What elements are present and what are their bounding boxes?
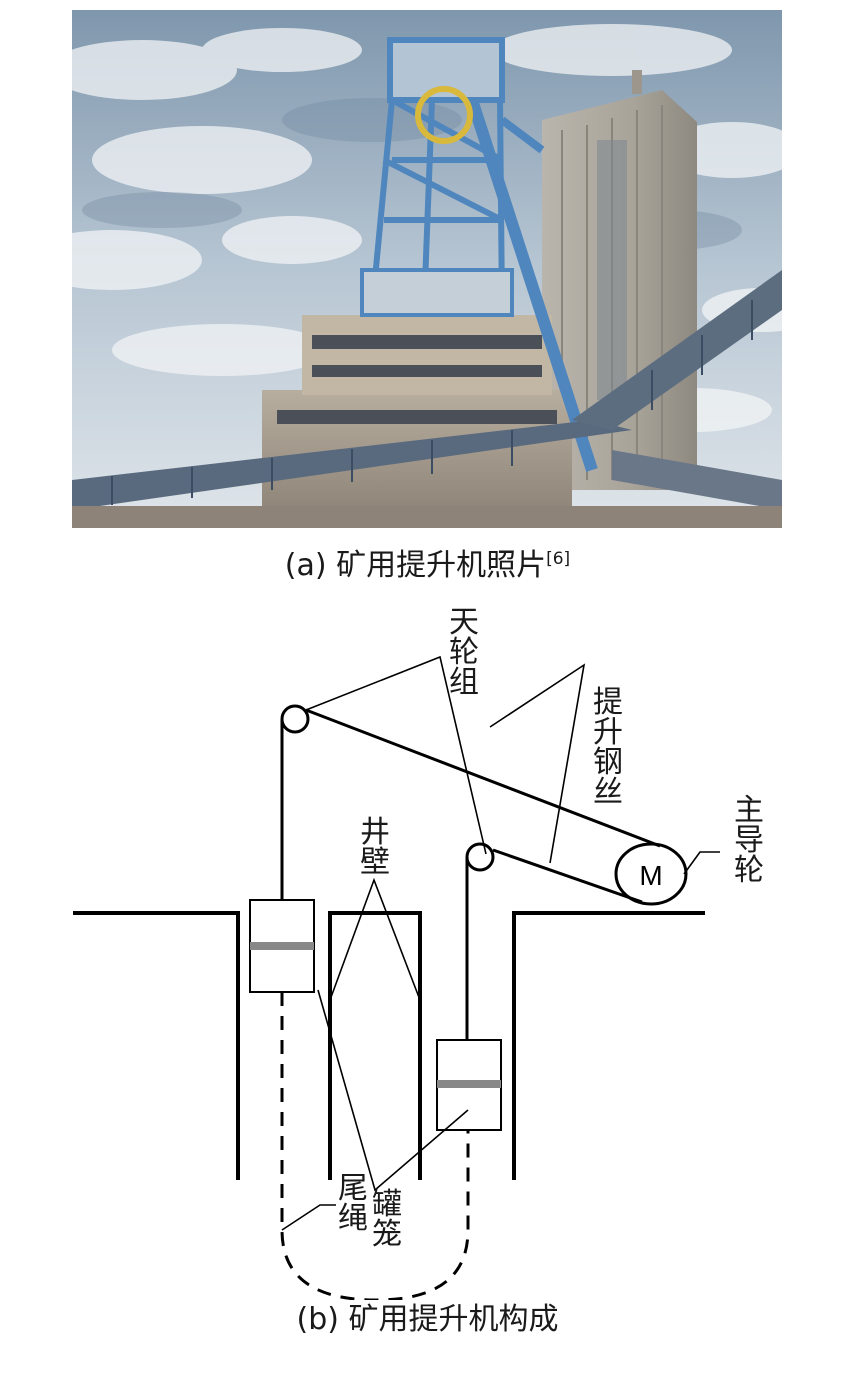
caption-diagram: (b) 矿用提升机构成: [296, 1302, 559, 1337]
label-shaft-wall: 井壁: [360, 815, 390, 880]
leader-lines: [281, 655, 720, 1231]
hoisting-ropes: [280, 708, 661, 1040]
label-sheave-group: 天轮组: [449, 605, 479, 700]
tail-rope: [280, 992, 470, 1300]
cage-left: [249, 899, 315, 993]
mine-hoist-photo: [72, 10, 782, 528]
sheave-right: [465, 842, 495, 872]
caption-citation: [6]: [546, 549, 571, 569]
headframe-sheave: [415, 86, 473, 144]
caption-photo-prefix: (a): [284, 548, 337, 583]
label-cage: 罐笼: [372, 1187, 402, 1252]
caption-photo-text: 矿用提升机照片: [336, 548, 547, 583]
ground-line: [73, 911, 705, 1180]
cage-right: [436, 1039, 502, 1131]
label-hoisting-rope: 提升钢丝: [593, 685, 623, 810]
ground: [72, 506, 782, 528]
caption-photo: (a) 矿用提升机照片[6]: [0, 548, 855, 584]
lower-building: [262, 315, 572, 510]
conveyor-trusses: [111, 300, 753, 505]
label-main-sheave: 主导轮: [734, 793, 764, 888]
motor-label: M: [639, 860, 662, 891]
hoist-schematic: M 天轮组 提升钢丝 主导轮 井壁 尾: [0, 580, 855, 1300]
label-tail-rope: 尾绳: [338, 1171, 368, 1236]
sheave-left: [280, 704, 310, 734]
headframe: [360, 37, 598, 472]
